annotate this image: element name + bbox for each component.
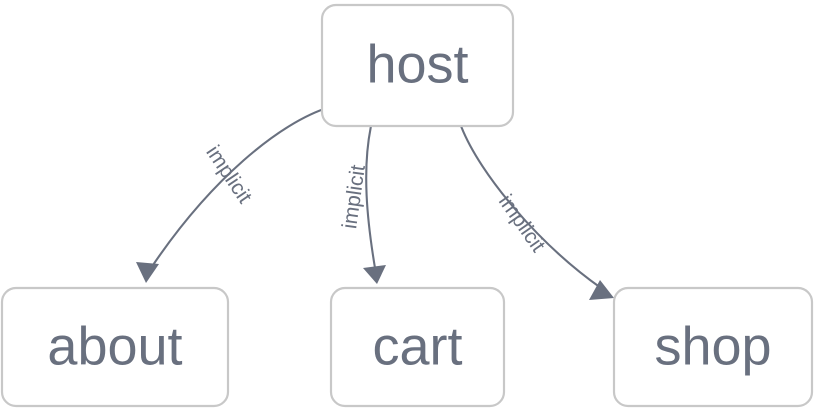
edge-label-host-cart: implicit [338, 163, 370, 230]
node-shop[interactable]: shop [612, 286, 814, 408]
node-about[interactable]: about [0, 286, 230, 408]
edge-host-shop[interactable]: implicit [459, 124, 614, 300]
node-host-box[interactable] [320, 3, 515, 128]
node-cart-box[interactable] [329, 286, 506, 408]
node-about-box[interactable] [0, 286, 230, 408]
edge-label-host-shop-group: implicit [494, 191, 550, 257]
edge-label-host-cart-group: implicit [338, 163, 370, 230]
arrowhead-icon-host-shop [589, 280, 614, 300]
node-about-label: about [47, 316, 182, 376]
edge-host-about[interactable]: implicit [136, 105, 332, 283]
arrowhead-icon-host-about [136, 262, 159, 283]
node-host[interactable]: host [320, 3, 515, 128]
edge-label-host-about-group: implicit [201, 141, 256, 207]
edge-label-host-shop: implicit [494, 191, 550, 257]
node-cart-label: cart [372, 316, 462, 376]
edge-host-cart[interactable]: implicit [338, 124, 386, 284]
arrowhead-icon-host-cart [363, 265, 386, 284]
node-shop-label: shop [654, 316, 771, 376]
node-cart[interactable]: cart [329, 286, 506, 408]
node-shop-box[interactable] [612, 286, 814, 408]
edge-label-host-about: implicit [201, 141, 256, 207]
node-host-label: host [366, 34, 468, 94]
edge-path-host-about [149, 105, 332, 270]
edge-path-host-cart [365, 124, 377, 270]
edge-path-host-shop [459, 124, 603, 290]
